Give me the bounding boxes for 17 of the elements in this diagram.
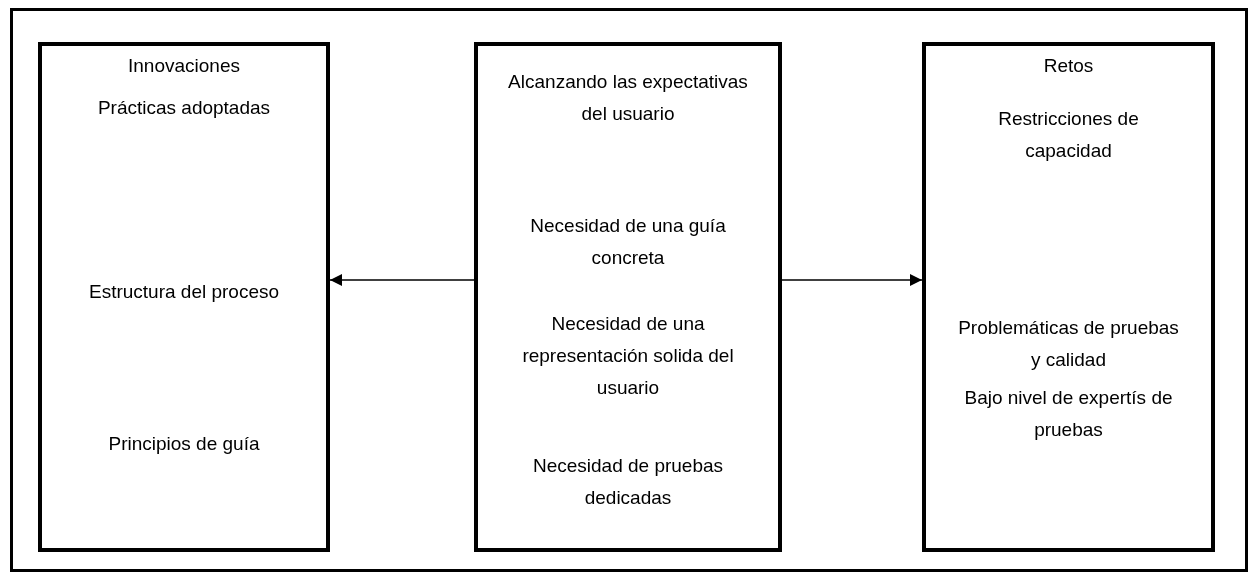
panel-item: Bajo nivel de expertís de pruebas (963, 386, 1174, 442)
panel-item: Estructura del proceso (87, 280, 281, 304)
panel-item: Principios de guía (107, 432, 261, 456)
panel-item: Necesidad de pruebas dedicadas (531, 454, 725, 510)
panel-item: Prácticas adoptadas (96, 96, 272, 120)
panel-heading: Retos (1042, 54, 1095, 78)
panel-item: Necesidad de una guía concreta (529, 214, 727, 270)
panel-heading: Alcanzando las expectativas del usuario (507, 70, 749, 126)
text-panel (474, 42, 782, 552)
arrow (781, 274, 923, 286)
panel-item: Problemáticas de pruebas y calidad (957, 316, 1180, 372)
text-panel (922, 42, 1215, 552)
arrow (329, 274, 475, 286)
text-panel (38, 42, 330, 552)
panel-heading: Innovaciones (127, 54, 241, 78)
panel-item: Restricciones de capacidad (997, 107, 1140, 163)
panel-item: Necesidad de una representación solida del usuario (521, 312, 735, 400)
